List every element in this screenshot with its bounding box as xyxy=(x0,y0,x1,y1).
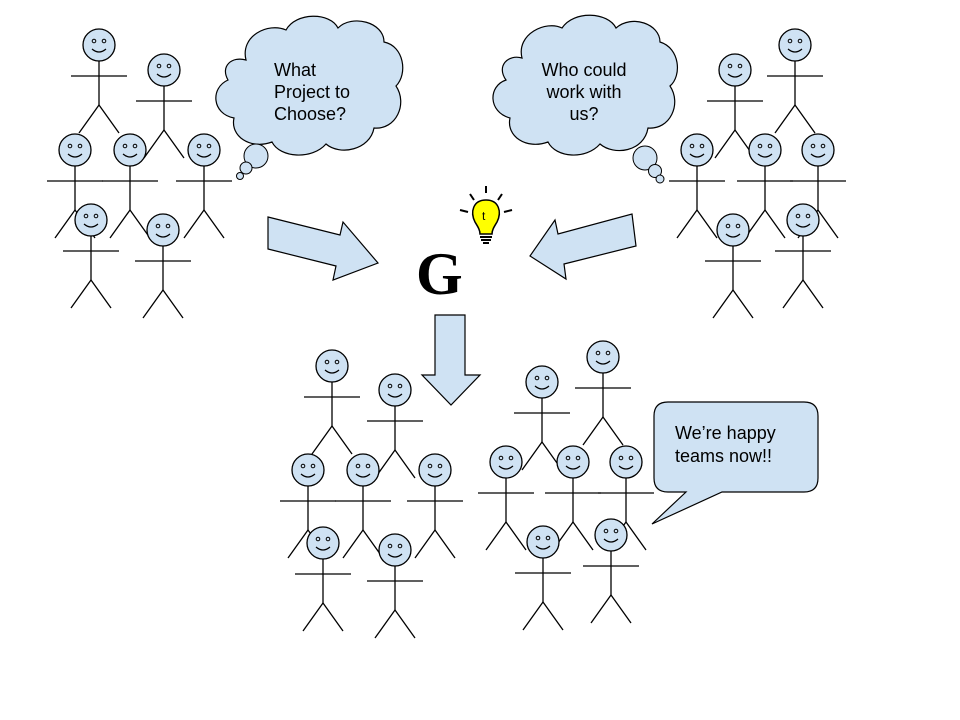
speech-bubble-shape xyxy=(651,401,819,525)
thought-cloud-left xyxy=(215,15,404,156)
thought-text-left-line3: Choose? xyxy=(274,104,346,124)
smiley-face-icon xyxy=(74,203,108,237)
smiley-face-icon xyxy=(594,518,628,552)
smiley-face-icon xyxy=(526,525,560,559)
thought-dot-large-left xyxy=(243,143,269,169)
stick-figure xyxy=(176,133,232,239)
smiley-face-icon xyxy=(147,53,181,87)
smiley-face-icon xyxy=(716,213,750,247)
smiley-face-icon xyxy=(418,453,452,487)
stick-figure xyxy=(514,365,570,471)
stick-figure xyxy=(367,373,423,479)
speech-text-line1: We’re happy xyxy=(675,423,776,443)
stick-figure xyxy=(102,133,158,239)
group-bottom-right xyxy=(478,340,654,631)
thought-text-right-line3: us? xyxy=(569,104,598,124)
stick-figure xyxy=(705,213,761,319)
smiley-face-icon xyxy=(586,340,620,374)
stick-figure xyxy=(598,445,654,551)
stick-figure xyxy=(767,28,823,134)
smiley-face-icon xyxy=(786,203,820,237)
smiley-face-icon xyxy=(378,373,412,407)
stick-figure xyxy=(575,340,631,446)
smiley-face-icon xyxy=(378,533,412,567)
stick-figure xyxy=(669,133,725,239)
smiley-face-icon xyxy=(346,453,380,487)
thought-text-right-line2: work with xyxy=(545,82,621,102)
stick-figure xyxy=(515,525,571,631)
thought-bubble-right: Who could work with us? xyxy=(492,14,678,184)
smiley-face-icon xyxy=(113,133,147,167)
smiley-face-icon xyxy=(82,28,116,62)
stick-figure xyxy=(407,453,463,559)
thought-dot-large-right xyxy=(632,145,658,171)
stick-figure xyxy=(135,213,191,319)
group-top-left xyxy=(47,28,232,319)
smiley-face-icon xyxy=(291,453,325,487)
smiley-face-icon xyxy=(306,526,340,560)
thought-bubble-left: What Project to Choose? xyxy=(215,15,404,180)
stick-figure xyxy=(295,526,351,632)
stick-figure xyxy=(304,349,360,455)
smiley-face-icon xyxy=(146,213,180,247)
thought-text-left-line1: What xyxy=(274,60,316,80)
group-bottom-left xyxy=(280,349,463,639)
thought-text-left-line2: Project to xyxy=(274,82,350,102)
arrow-left xyxy=(529,213,637,281)
stick-figure xyxy=(136,53,192,159)
arrow-down xyxy=(420,314,482,406)
stick-figure xyxy=(478,445,534,551)
lightbulb-icon: t xyxy=(459,186,513,244)
stick-figure xyxy=(63,203,119,309)
stick-figure xyxy=(583,518,639,624)
stick-figure xyxy=(367,533,423,639)
thought-dot-medium-left xyxy=(239,161,253,175)
smiley-face-icon xyxy=(525,365,559,399)
stick-figure xyxy=(775,203,831,309)
smiley-face-icon xyxy=(489,445,523,479)
smiley-face-icon xyxy=(58,133,92,167)
stick-figure xyxy=(545,445,601,551)
stick-figure xyxy=(47,133,103,239)
stick-figure xyxy=(335,453,391,559)
speech-bubble: We’re happy teams now!! xyxy=(651,401,819,525)
smiley-face-icon xyxy=(187,133,221,167)
smiley-face-icon xyxy=(680,133,714,167)
thought-dot-small-left xyxy=(236,172,244,180)
smiley-face-icon xyxy=(718,53,752,87)
speech-text-line2: teams now!! xyxy=(675,446,772,466)
smiley-face-icon xyxy=(556,445,590,479)
stick-figure xyxy=(71,28,127,134)
smiley-face-icon xyxy=(315,349,349,383)
thought-cloud-right xyxy=(492,14,678,156)
smiley-face-icon xyxy=(748,133,782,167)
group-top-right xyxy=(669,28,846,319)
thought-dot-small-right xyxy=(655,174,665,184)
smiley-face-icon xyxy=(609,445,643,479)
arrow-right xyxy=(267,216,380,281)
lightbulb-letter: t xyxy=(482,209,486,223)
smiley-face-icon xyxy=(778,28,812,62)
thought-dot-medium-right xyxy=(648,164,662,178)
logo-letter: G xyxy=(416,241,463,307)
logo: G t xyxy=(416,186,513,307)
thought-text-right-line1: Who could xyxy=(541,60,626,80)
smiley-face-icon xyxy=(801,133,835,167)
stick-figure xyxy=(707,53,763,159)
